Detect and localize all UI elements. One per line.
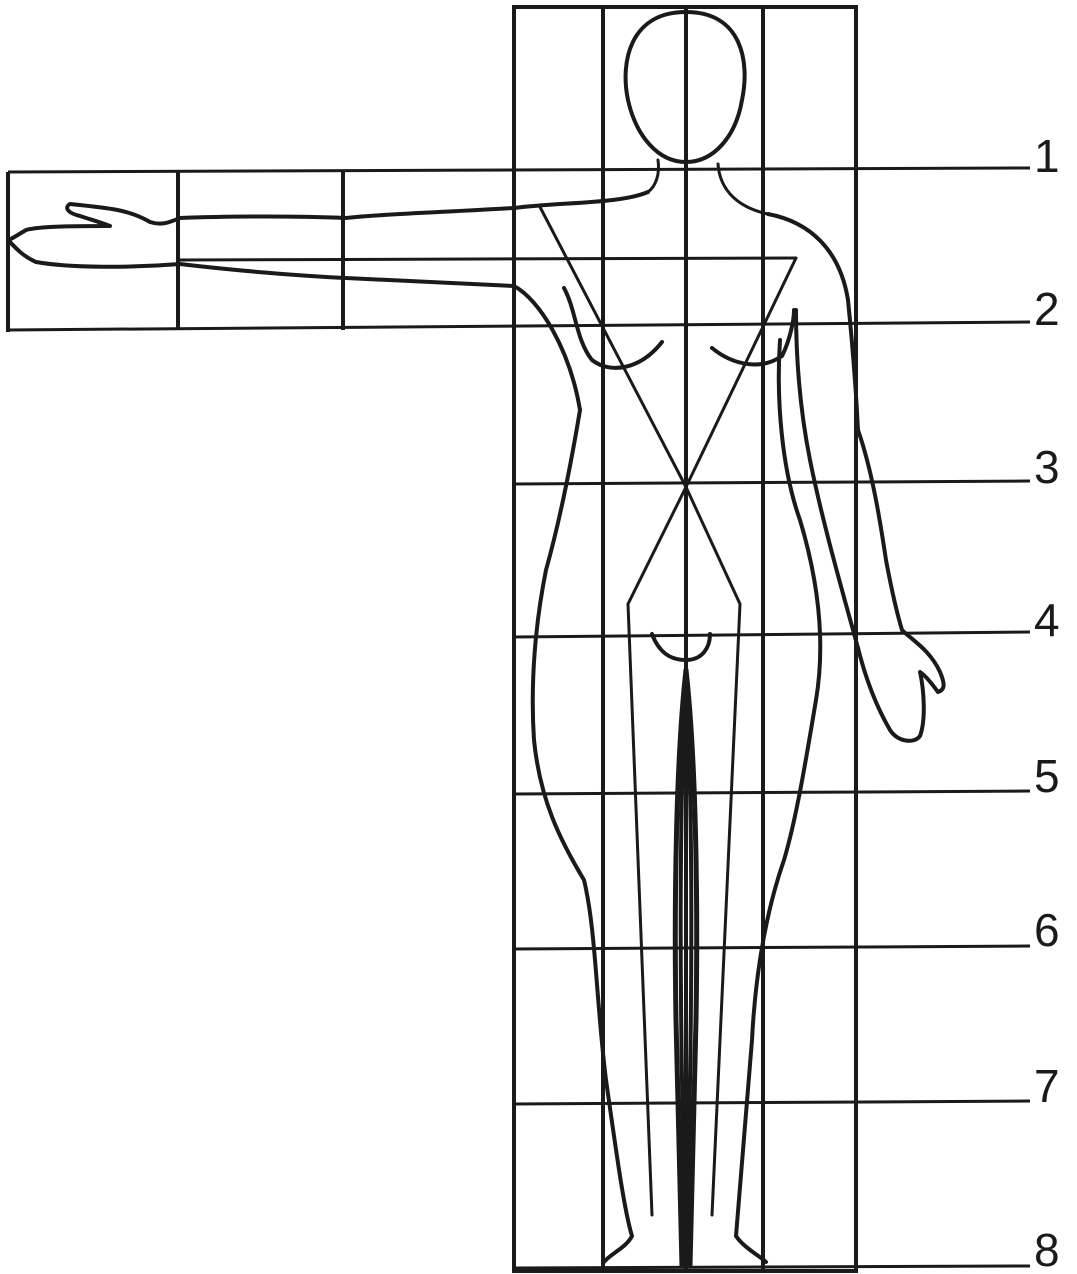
hip-line-right: [712, 604, 740, 1215]
row-label-7: 7: [1034, 1060, 1060, 1112]
grid-row-line-4: [514, 632, 1030, 637]
row-label-6: 6: [1034, 904, 1060, 956]
arm-right-outer: [858, 430, 944, 741]
grid-row-line-1: [8, 168, 1030, 172]
arm-right-inner: [796, 310, 858, 648]
grid-row-line-8: [514, 1266, 1030, 1268]
proportion-cross: [540, 207, 796, 1215]
body-grid: [8, 7, 1030, 1271]
row-label-8: 8: [1034, 1224, 1060, 1274]
row-labels: 1 2 3 4 5 6 7 8: [1034, 130, 1060, 1274]
row-label-5: 5: [1034, 750, 1060, 802]
row-label-3: 3: [1034, 441, 1060, 493]
hip-line-left: [628, 604, 652, 1215]
cross-line-left: [540, 207, 740, 604]
row-label-4: 4: [1034, 594, 1060, 646]
row-label-1: 1: [1034, 130, 1060, 182]
pelvis-curve: [652, 634, 710, 660]
torso-left: [533, 410, 632, 1262]
breast-left: [564, 288, 662, 368]
breast-right: [712, 310, 794, 364]
cross-line-right: [628, 258, 796, 604]
arm-upper-edge: [8, 192, 648, 410]
row-label-2: 2: [1034, 283, 1060, 335]
grid-shoulder-bar: [178, 258, 796, 260]
female-figure: [8, 12, 944, 1266]
neck-right: [718, 164, 768, 214]
grid-row-line-2: [8, 322, 1030, 330]
grid-row-line-7: [514, 1101, 1030, 1104]
neck-left: [648, 160, 659, 192]
grid-row-line-5: [514, 791, 1030, 794]
grid-row-line-3: [514, 481, 1030, 484]
arm-grid: [8, 172, 343, 332]
torso-right: [736, 340, 820, 1262]
grid-row-line-6: [514, 946, 1030, 949]
